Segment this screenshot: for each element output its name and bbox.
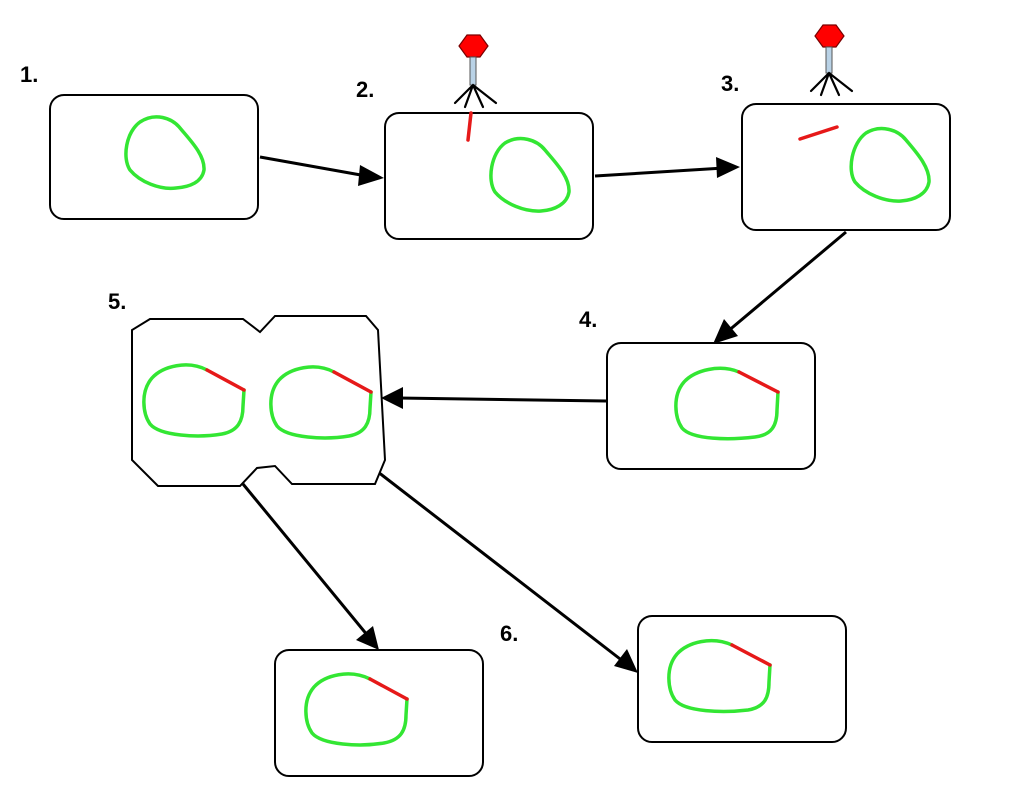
arrowhead-3-to-4 — [713, 319, 738, 344]
arrow-5-to-6b — [377, 470, 625, 664]
step-label-5: 5. — [108, 289, 126, 314]
step-labels: 1. 2. 3. 4. 5. 6. — [20, 62, 739, 646]
viral-dna-icon — [205, 368, 246, 392]
viral-dna-icon — [466, 111, 473, 142]
stage-1-cell — [49, 94, 259, 220]
viral-dna-icon — [368, 677, 409, 701]
arrowhead-1-to-2 — [358, 165, 384, 186]
bacterial-chromosome-icon — [849, 126, 931, 203]
bacterial-chromosome-icon — [124, 115, 206, 191]
arrowhead-4-to-5 — [381, 387, 403, 409]
step-label-4: 4. — [579, 307, 597, 332]
stage-4-cell — [606, 342, 816, 470]
step-label-6: 6. — [500, 621, 518, 646]
arrow-2-to-3 — [594, 166, 725, 178]
bacterial-chromosome-icon — [142, 363, 246, 438]
arrow-3-to-4 — [726, 230, 847, 334]
step-label-3: 3. — [721, 71, 739, 96]
bacteriophage-icon — [809, 24, 854, 97]
arrowhead-5-to-6a — [356, 626, 379, 650]
arrowhead-5-to-6b — [614, 649, 638, 673]
viral-dna-icon — [332, 370, 373, 394]
bacterial-chromosome-icon — [667, 638, 772, 714]
arrowhead-2-to-3 — [716, 157, 740, 178]
stage-5-dividing-cell — [131, 315, 387, 487]
arrows — [241, 155, 847, 673]
stage-3-cell — [741, 24, 951, 231]
bacterial-chromosome-icon — [269, 365, 373, 440]
bacterial-chromosome-icon — [304, 672, 409, 747]
step-label-1: 1. — [20, 62, 38, 87]
stage-6-daughter-cell-left — [274, 649, 484, 777]
bacterial-chromosome-icon — [674, 366, 780, 441]
arrow-5-to-6a — [241, 483, 370, 637]
viral-dna-icon — [737, 370, 780, 394]
step-label-2: 2. — [356, 77, 374, 102]
bacteriophage-icon — [453, 34, 498, 109]
viral-dna-icon — [798, 125, 839, 141]
bacterial-chromosome-icon — [489, 136, 571, 213]
arrow-1-to-2 — [259, 155, 373, 179]
arrow-4-to-5 — [397, 396, 607, 403]
viral-dna-icon — [730, 643, 772, 667]
stage-6-daughter-cell-right — [637, 615, 847, 743]
stage-2-cell — [384, 34, 594, 240]
